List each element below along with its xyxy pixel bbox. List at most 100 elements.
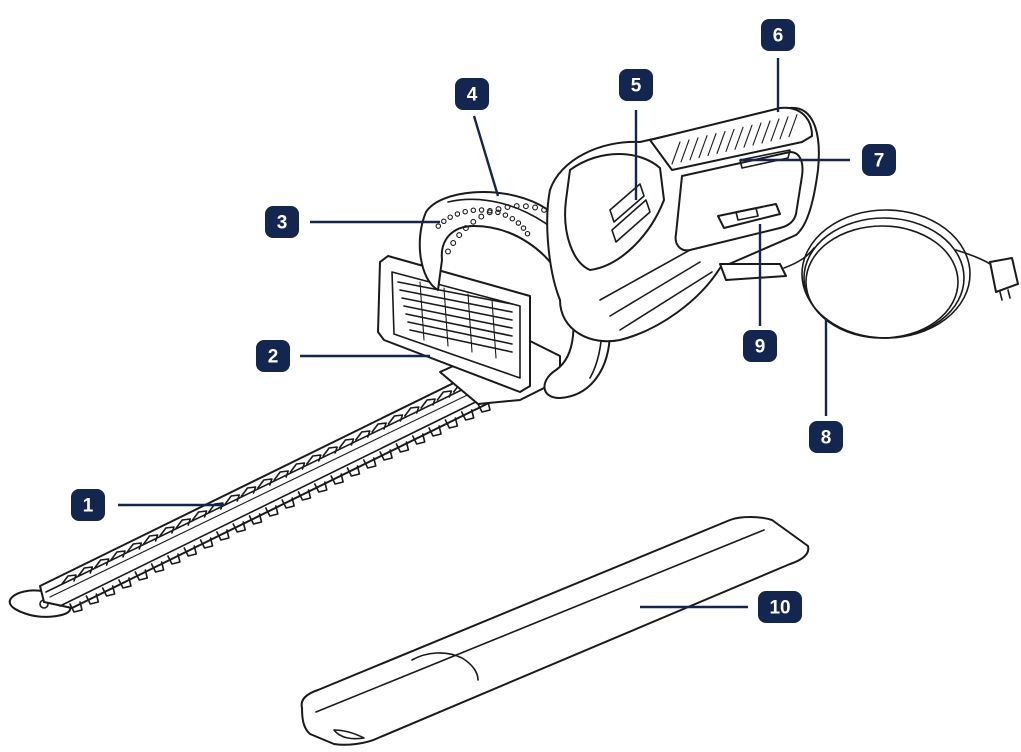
grip-rib	[734, 126, 744, 150]
blade-tooth-top	[420, 398, 436, 409]
rear-handle-ribs	[671, 114, 798, 165]
power-cord	[783, 209, 1019, 339]
grip-dot	[522, 203, 529, 210]
callout-10-badge	[758, 591, 802, 623]
blade-tooth-bottom	[477, 401, 491, 413]
grip-dot-inner	[502, 212, 509, 218]
blade-tooth-top	[371, 422, 387, 433]
grip-dot	[470, 218, 477, 225]
blade-tooth-bottom	[85, 593, 100, 605]
callout-2-badge	[256, 340, 290, 372]
grip-rib	[761, 120, 771, 144]
blade-tooth-bottom	[232, 521, 246, 533]
grille-slat	[399, 289, 513, 313]
grip-dot	[513, 203, 520, 210]
grip-dot-inner	[478, 207, 485, 213]
grip-rib	[770, 118, 780, 142]
callout-5: 5	[619, 69, 653, 101]
blade-tooth-bottom	[265, 505, 279, 517]
grip-rib	[671, 141, 681, 165]
cord-coil-2	[803, 217, 965, 339]
callout-7-label: 7	[874, 151, 885, 172]
blade-tooth-bottom	[411, 433, 426, 445]
power-plug	[989, 257, 1019, 293]
grip-dot	[541, 206, 548, 213]
callout-3: 3	[265, 206, 299, 238]
blade-tooth-top	[110, 550, 126, 561]
callout-9-badge	[743, 330, 777, 362]
sheath-body	[300, 516, 810, 746]
handle-inner-lip	[739, 149, 791, 169]
callout-1-label: 1	[83, 496, 94, 517]
grip-dot-inner	[470, 207, 477, 214]
grip-dot	[478, 213, 485, 220]
blade-tooth-top	[93, 558, 110, 569]
sheath-logo-arc	[411, 652, 479, 681]
callout-10-label: 10	[769, 598, 790, 619]
leader-lines	[118, 58, 850, 609]
callout-1: 1	[71, 489, 105, 521]
blade-center-line	[49, 385, 487, 598]
callout-3-label: 3	[277, 213, 288, 234]
blade-tooth-bottom	[69, 601, 83, 613]
grip-rib	[725, 128, 735, 152]
blade-tooth-top	[159, 526, 175, 537]
callout-4-badge	[455, 78, 489, 110]
cord-coil-3	[805, 225, 959, 339]
blade-tooth-bottom	[346, 465, 361, 477]
hand-guard-grille	[397, 281, 513, 359]
vent-slot-1	[609, 183, 645, 223]
callout-10: 10	[758, 591, 802, 623]
callout-3-badge	[265, 206, 299, 238]
grip-dot	[462, 225, 469, 232]
callout-2: 2	[256, 340, 290, 372]
callout-5-label: 5	[631, 76, 642, 97]
blade-tooth-bottom	[330, 473, 344, 485]
grip-dot-inner	[435, 223, 442, 229]
blade-tooth-bottom	[460, 409, 475, 421]
blade-tooth-bottom	[101, 585, 116, 597]
blade-tooth-bottom	[281, 497, 295, 509]
grille-rib	[491, 299, 497, 359]
blade-tooth-bottom	[314, 481, 328, 493]
grille-rib	[443, 287, 449, 347]
blade-tooth-top	[240, 486, 257, 497]
grip-dot-inner	[495, 209, 501, 216]
blade-tooth-top	[306, 454, 322, 465]
grip-dot	[456, 232, 463, 239]
plug-pins	[999, 289, 1011, 301]
blade-tooth-top	[257, 478, 273, 489]
blade-lower-line	[59, 391, 497, 607]
motor-seam-2	[609, 261, 701, 317]
blade-tooth-top	[338, 438, 355, 449]
grip-rib	[779, 116, 789, 140]
callout-2-label: 2	[268, 347, 279, 368]
blade-tooth-top	[387, 414, 404, 425]
grip-dot-inner	[454, 211, 461, 217]
grip-dot-inner	[515, 220, 522, 226]
blade-tooth-top	[224, 494, 240, 505]
blade-tooth-top	[61, 574, 77, 585]
blade-tooth-top	[322, 446, 338, 457]
blade-tooth-bottom	[379, 449, 393, 461]
grille-slat	[397, 281, 513, 305]
grip-dot-inner	[447, 214, 453, 220]
cable-exit	[719, 263, 787, 281]
callout-4: 4	[455, 78, 489, 110]
blade-tooth-top	[354, 430, 371, 441]
callout-9: 9	[743, 330, 777, 362]
grip-dot-inner	[462, 208, 468, 215]
grille-rib	[419, 281, 425, 341]
callout-4-label: 4	[467, 85, 478, 106]
grip-dot	[445, 248, 451, 255]
blade-tooth-bottom	[183, 545, 198, 557]
hand-guard	[377, 255, 531, 393]
motor-seam-3	[619, 271, 713, 331]
blade-teeth	[61, 374, 491, 613]
blade-tooth-bottom	[134, 569, 149, 581]
callout-6-badge	[761, 19, 795, 51]
grip-dot	[495, 206, 502, 213]
grip-dot-inner	[441, 218, 447, 225]
callout-7: 7	[862, 144, 896, 176]
